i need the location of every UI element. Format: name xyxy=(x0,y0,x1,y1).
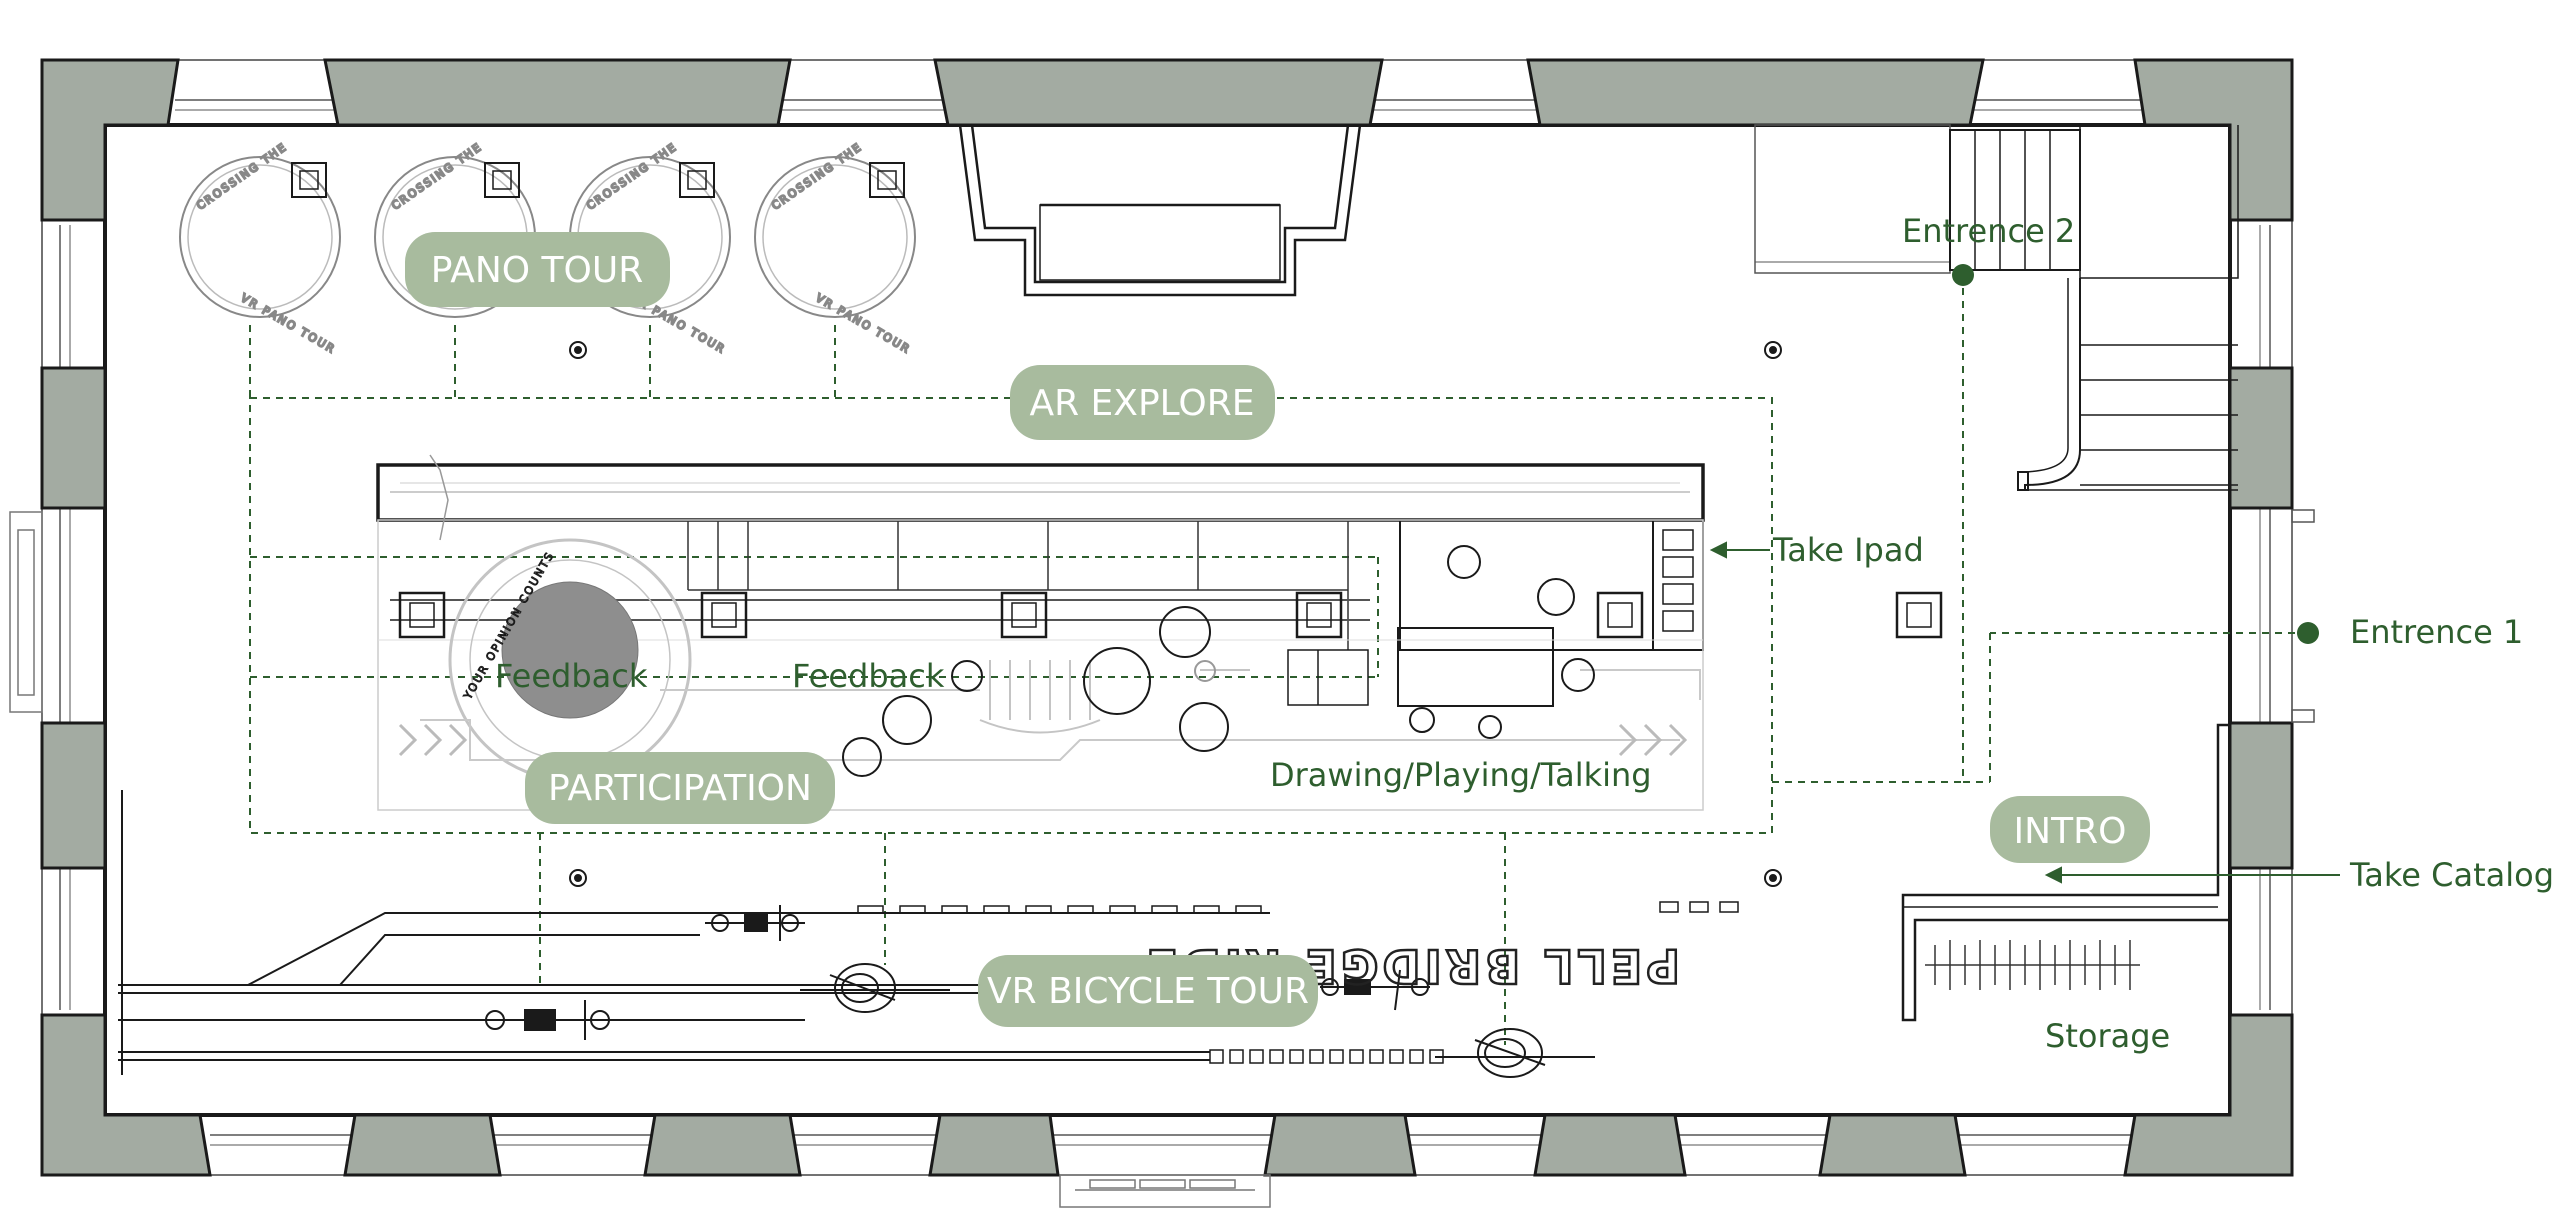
pano-floor-text: VR PANO TOUR xyxy=(814,291,914,356)
ar-explore-text: AR EXPLORE xyxy=(1029,383,1254,424)
pano-tour-label: PANO TOUR xyxy=(405,232,670,307)
feedback-label-1: Feedback xyxy=(495,657,648,695)
ar-explore-label: AR EXPLORE xyxy=(1010,365,1275,440)
entrance-2-marker xyxy=(1952,264,1974,286)
take-catalog-arrow xyxy=(2044,866,2340,884)
side-door xyxy=(9,511,43,713)
entrance-2-label: Entrence 2 xyxy=(1902,212,2075,250)
vr-bicycle-tour-label: VR BICYCLE TOUR xyxy=(978,955,1318,1027)
bottom-step xyxy=(1059,1174,1271,1208)
columns xyxy=(569,341,1782,887)
storage-label: Storage xyxy=(2045,1017,2170,1055)
pano-floor-text: VR PANO TOUR xyxy=(239,291,339,356)
pano-tour-text: PANO TOUR xyxy=(431,250,643,291)
storage-rack xyxy=(1925,940,2140,990)
intro-text: INTRO xyxy=(2014,811,2127,852)
drawing-playing-talking-label: Drawing/Playing/Talking xyxy=(1270,756,1652,794)
stage xyxy=(958,124,1362,297)
bicycle-icon xyxy=(705,905,805,941)
intro-label: INTRO xyxy=(1990,796,2150,863)
wall-piers xyxy=(40,58,2294,1177)
bicycle-lanes xyxy=(118,790,1270,1075)
staircase xyxy=(1754,124,2239,491)
participation-text: PARTICIPATION xyxy=(548,768,812,809)
pano-station xyxy=(754,156,916,318)
right-wall-ticks xyxy=(2291,509,2315,723)
pano-station xyxy=(179,156,341,318)
vr-bicycle-tour-text: VR BICYCLE TOUR xyxy=(987,971,1309,1012)
feedback-label-2: Feedback xyxy=(792,657,945,695)
entrance-1-label: Entrence 1 xyxy=(2350,613,2523,651)
take-catalog-label: Take Catalog xyxy=(2349,856,2554,894)
take-ipad-arrow xyxy=(1709,541,1770,559)
bicycle-icon xyxy=(1320,969,1430,1011)
ar-display-table: YOUR OPINION COUNTS xyxy=(376,454,1943,811)
intro-desk xyxy=(1901,723,2232,1022)
annotations: Entrence 2 Entrence 1 Take Ipad Take Cat… xyxy=(495,212,2554,1055)
take-ipad-label: Take Ipad xyxy=(1772,531,1924,569)
bicycle-icon xyxy=(480,1000,615,1040)
entrance-1-marker xyxy=(2297,622,2319,644)
cyclist-icon xyxy=(1435,1028,1595,1078)
zone-labels: PANO TOUR AR EXPLORE PARTICIPATION VR BI… xyxy=(405,232,2150,1027)
participation-label: PARTICIPATION xyxy=(525,752,835,824)
bicycles xyxy=(480,905,1595,1078)
cyclist-icon xyxy=(800,963,950,1013)
lane-dashes xyxy=(857,901,1739,1064)
